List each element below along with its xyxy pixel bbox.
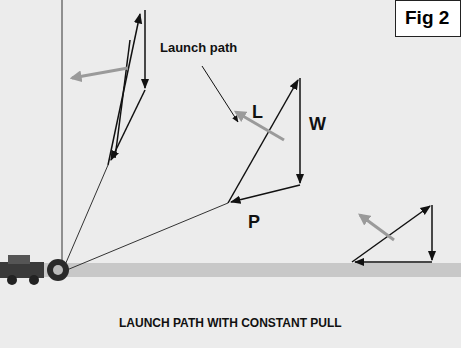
- figure-number: Fig 2: [405, 7, 451, 29]
- caption: LAUNCH PATH WITH CONSTANT PULL: [119, 316, 342, 330]
- leader-line: [202, 66, 238, 122]
- force-triangle: [108, 10, 145, 165]
- gray-arrow: [360, 215, 394, 240]
- gray-arrow: [72, 68, 128, 78]
- winch: [0, 255, 69, 285]
- cable-line: [62, 203, 228, 272]
- vertical-line: [62, 0, 63, 272]
- force-label: L: [252, 102, 263, 123]
- figure-box: Fig 2: [395, 0, 461, 37]
- force-triangle: [228, 78, 300, 203]
- force-label: W: [309, 114, 326, 135]
- force-triangle: [352, 205, 432, 262]
- force-label: P: [248, 212, 260, 233]
- ground: [0, 263, 461, 277]
- callout-label: Launch path: [160, 40, 237, 55]
